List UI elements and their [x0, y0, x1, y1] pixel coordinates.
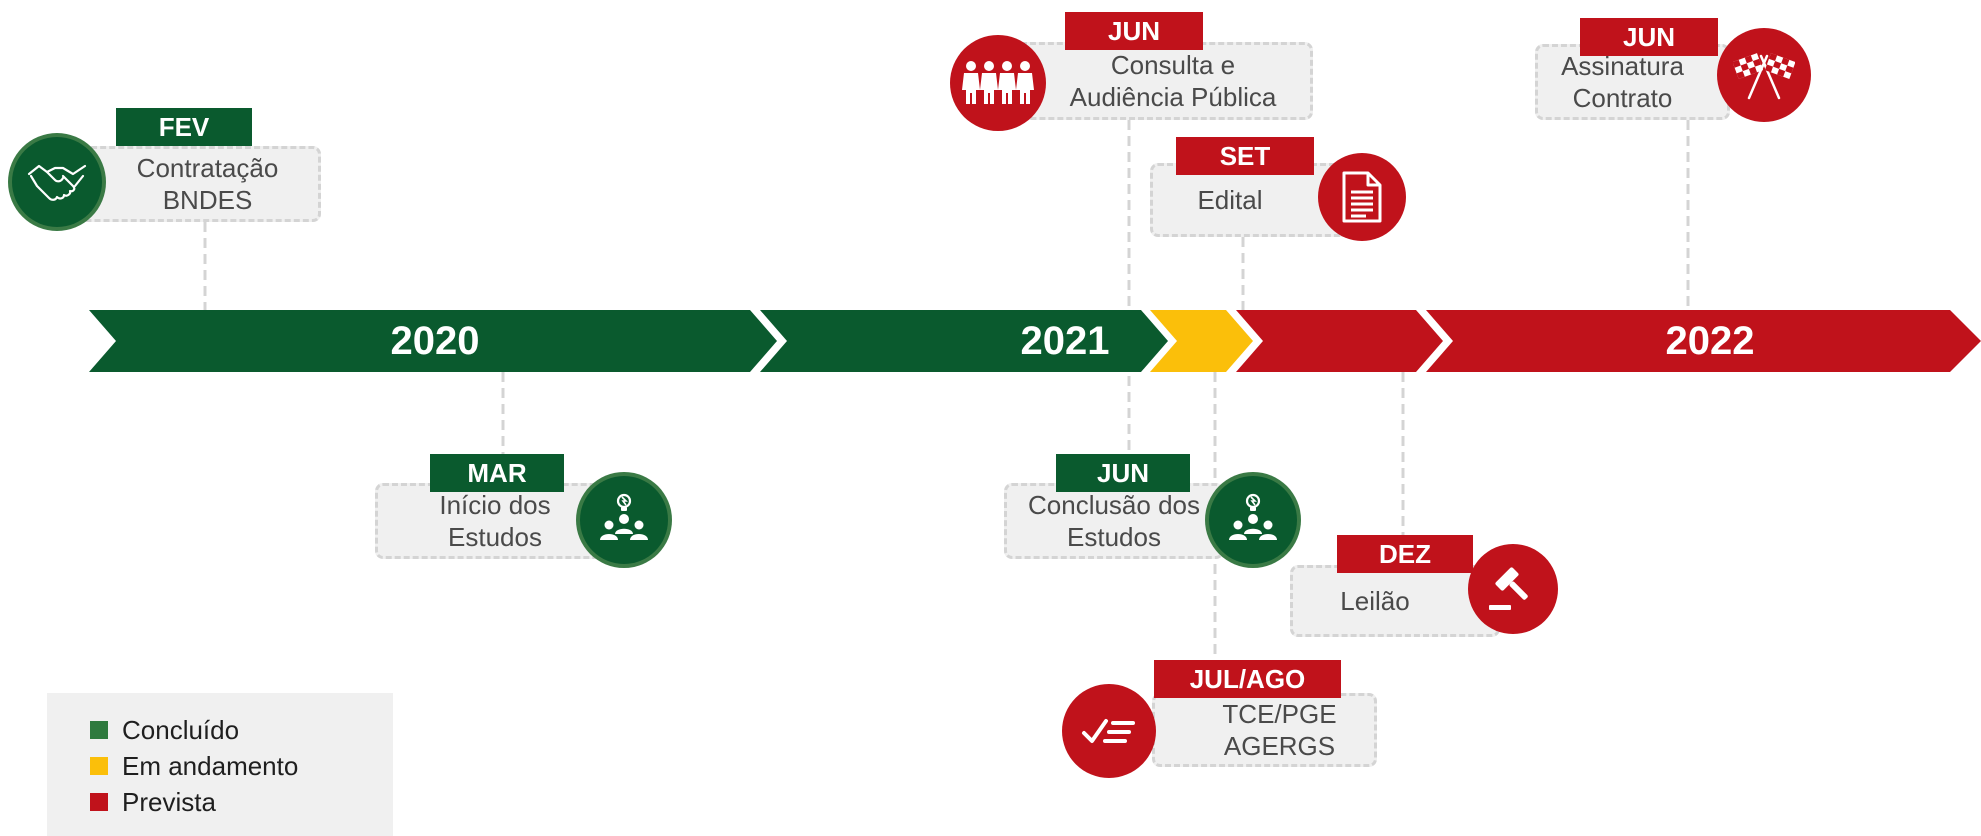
milestone-card-tce-pge: TCE/PGE AGERGS: [1152, 693, 1377, 767]
milestone-line: AGERGS: [1223, 731, 1336, 761]
team-idea-icon: [1209, 476, 1297, 564]
legend-item-em-andamento: Em andamento: [90, 748, 298, 784]
milestone-card-assinatura-contrato: Assinatura Contrato: [1535, 44, 1730, 120]
month-tag-jun-assinatura: JUN: [1580, 18, 1718, 56]
segment-2020: [89, 310, 777, 372]
legend-swatch-yellow: [90, 757, 108, 775]
legend-swatch-red: [90, 793, 108, 811]
milestone-line: Início dos: [439, 490, 551, 520]
month-tag-dez: DEZ: [1337, 535, 1473, 573]
checkered-flags-icon: [1717, 28, 1811, 122]
year-label-2021: 2021: [1020, 319, 1110, 363]
month-tag-fev: FEV: [116, 108, 252, 146]
month-tag-set: SET: [1176, 137, 1314, 175]
segment-2021: [760, 310, 1168, 372]
milestone-line: Consulta e: [1110, 50, 1236, 80]
team-idea-icon: [580, 476, 668, 564]
milestone-card-leilao: Leilão: [1290, 565, 1500, 637]
legend-swatch-green: [90, 721, 108, 739]
month-tag-jul-ago: JUL/AGO: [1154, 660, 1341, 698]
legend-label: Prevista: [122, 786, 216, 817]
legend-item-prevista: Prevista: [90, 784, 216, 820]
month-tag-jun-consulta: JUN: [1065, 12, 1203, 50]
milestone-card-inicio-estudos: Início dos Estudos: [375, 483, 615, 559]
document-icon: [1318, 153, 1406, 241]
year-label-2022: 2022: [1665, 319, 1755, 363]
milestone-line: BNDES: [162, 185, 253, 215]
milestone-line: Leilão: [1340, 586, 1410, 616]
milestone-line: Audiência Pública: [1069, 82, 1277, 112]
people-group-icon: [950, 35, 1046, 131]
milestone-card-contratacao: Contratação BNDES: [74, 146, 321, 222]
milestone-line: Conclusão dos: [1028, 490, 1200, 520]
milestone-card-consulta-publica: Consulta e Audiência Pública: [1013, 42, 1313, 120]
milestone-line: Estudos: [1067, 522, 1161, 552]
legend-label: Em andamento: [122, 750, 299, 781]
year-label-2020: 2020: [390, 319, 480, 363]
segment-2022: [1426, 310, 1981, 372]
milestone-card-conclusao-estudos: Conclusão dos Estudos: [1004, 483, 1224, 559]
milestone-line: Estudos: [448, 522, 542, 552]
milestone-line: Assinatura: [1561, 51, 1684, 81]
legend-item-concluido: Concluído: [90, 712, 239, 748]
milestone-line: TCE/PGE: [1222, 699, 1337, 729]
month-tag-jun-conclusao: JUN: [1056, 454, 1190, 492]
milestone-line: Contratação: [136, 153, 279, 183]
handshake-icon: [12, 137, 102, 227]
checklist-icon: [1062, 684, 1156, 778]
legend: Concluído Em andamento Prevista: [47, 693, 393, 836]
segment-em-andamento: [1150, 310, 1253, 372]
milestone-line: Contrato: [1572, 83, 1673, 113]
legend-label: Concluído: [122, 714, 240, 745]
milestone-line: Edital: [1197, 185, 1263, 215]
segment-prevista: [1236, 310, 1443, 372]
month-tag-mar: MAR: [430, 454, 564, 492]
gavel-icon: [1468, 544, 1558, 634]
